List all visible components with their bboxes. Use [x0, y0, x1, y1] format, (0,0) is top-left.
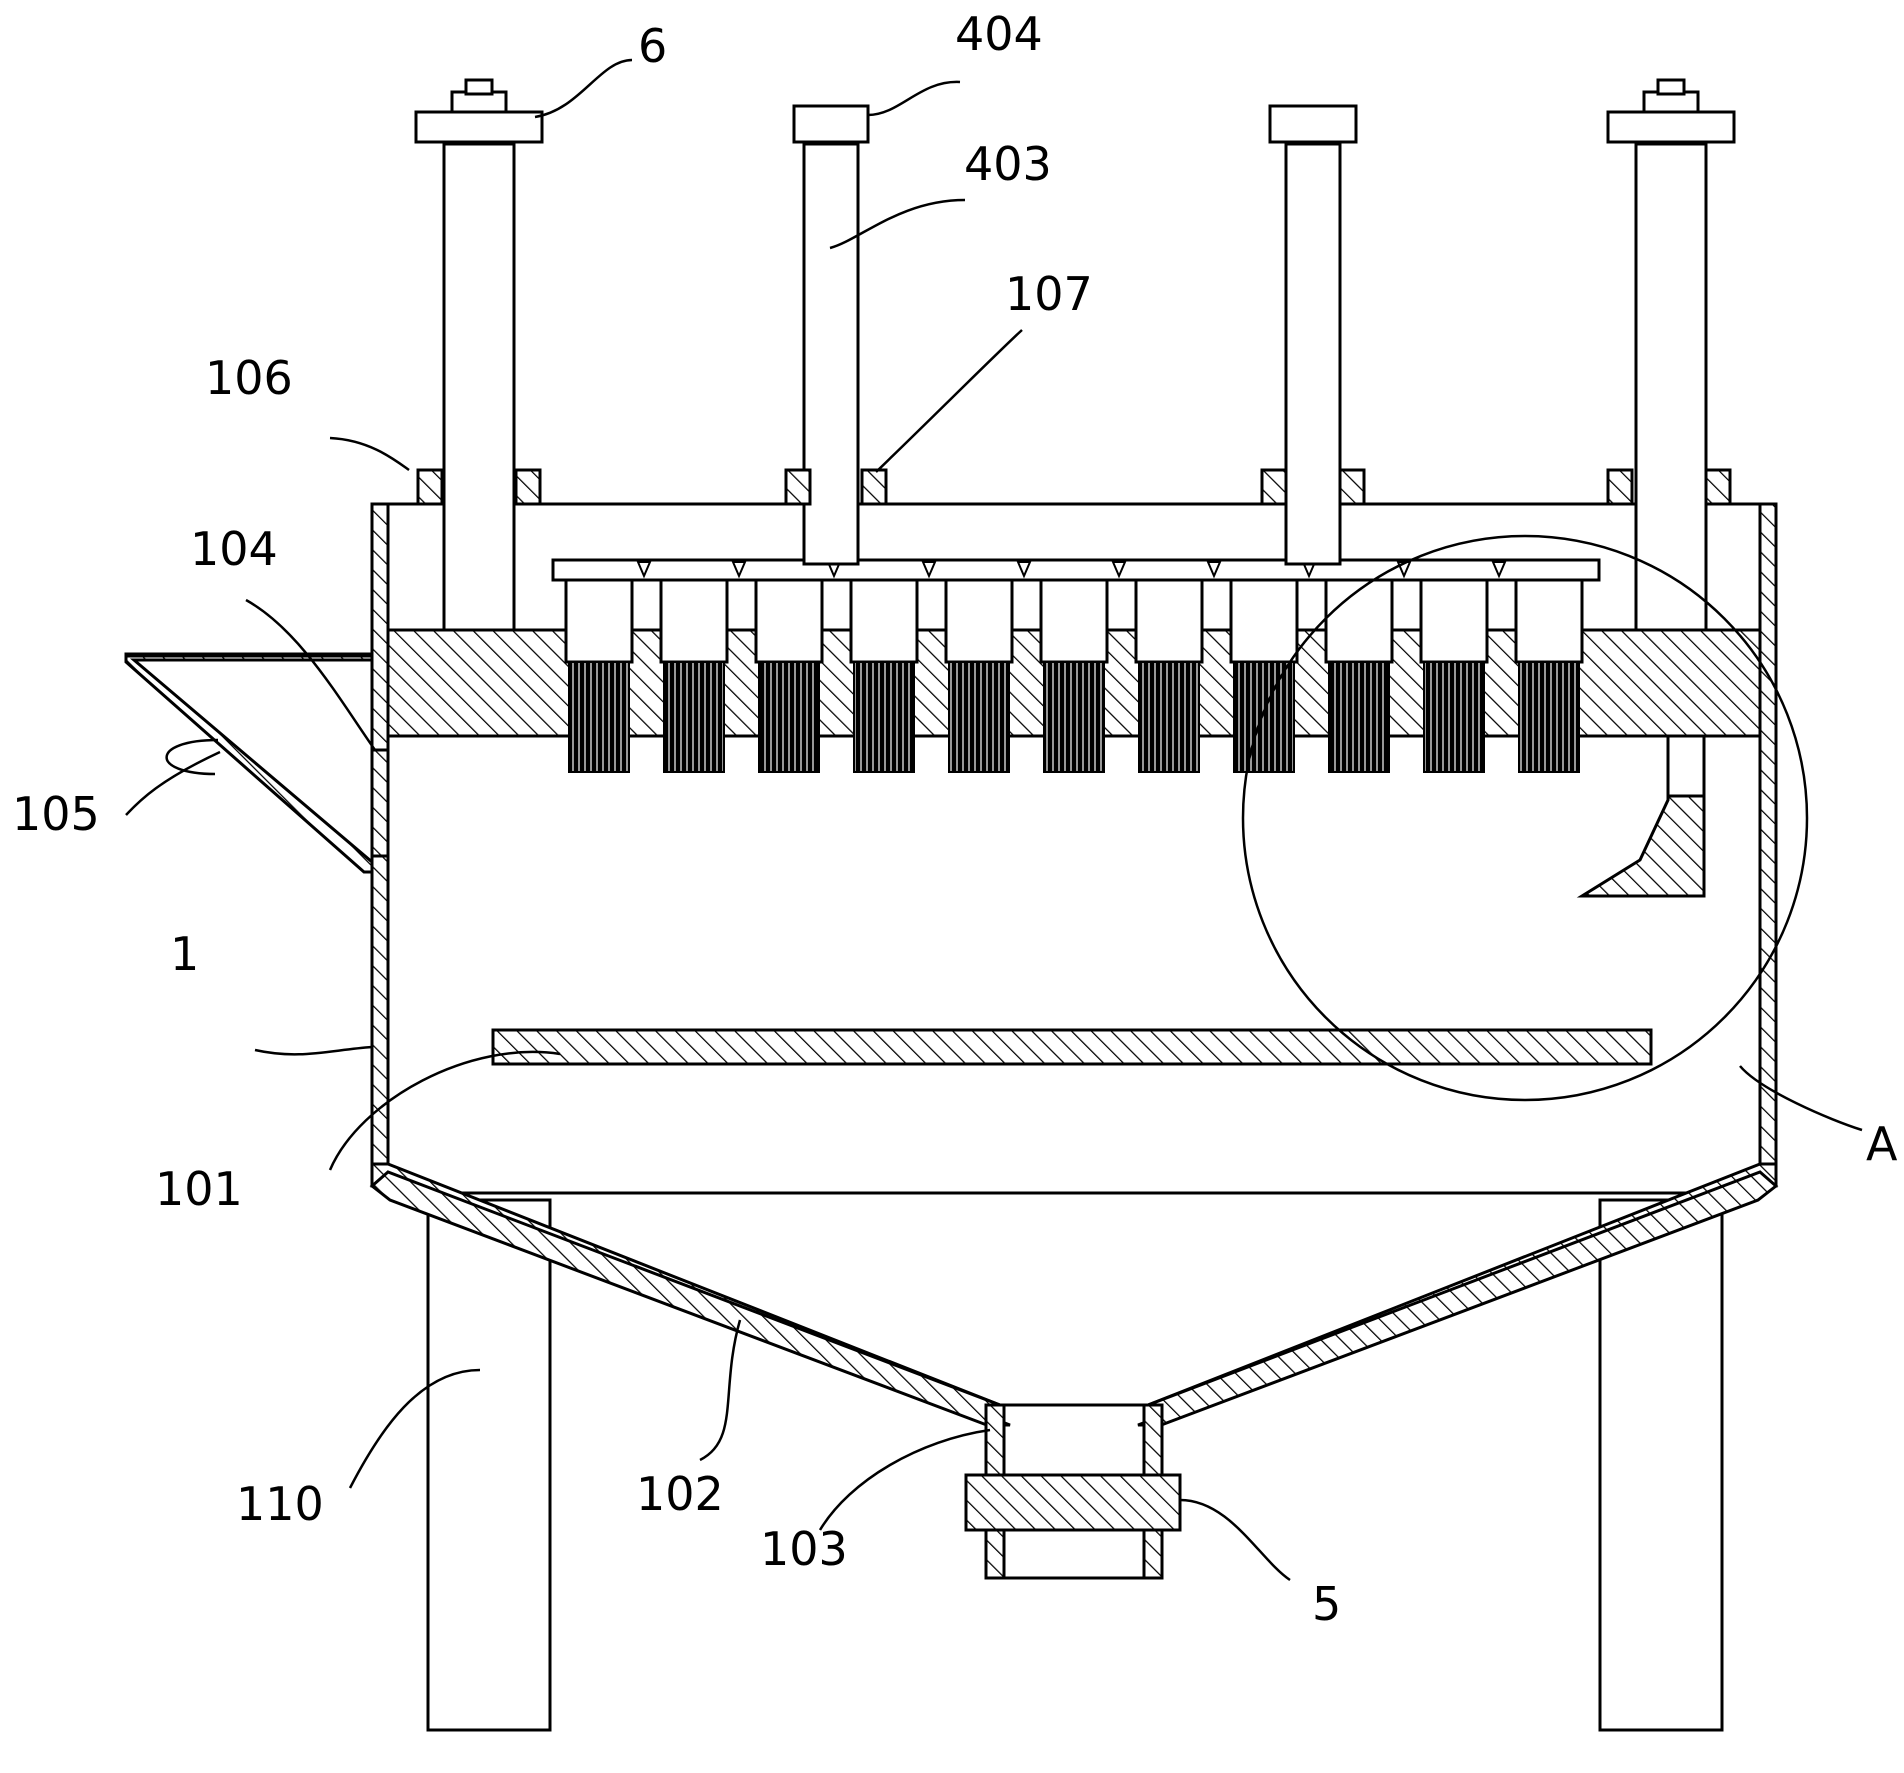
label-6: 6 [638, 19, 667, 73]
nozzle-3 [754, 561, 842, 773]
nozzle-1 [564, 561, 652, 773]
nozzle-5 [944, 561, 1032, 773]
feed-inlet [124, 652, 388, 874]
valve-5 [964, 1473, 1182, 1532]
nozzle-11 [1514, 578, 1584, 773]
nozzle-10 [1419, 561, 1507, 773]
rod-6-left [414, 78, 544, 632]
discharge-outlet [964, 1403, 1182, 1580]
label-5: 5 [1312, 1577, 1341, 1631]
support-leg-left [426, 1198, 552, 1732]
nozzle-6 [1039, 561, 1127, 773]
nozzle-2 [659, 561, 747, 773]
nozzle-array [564, 561, 1584, 773]
label-103: 103 [760, 1522, 848, 1576]
baffle [1576, 734, 1706, 898]
label-1: 1 [170, 927, 199, 981]
label-106: 106 [205, 351, 293, 405]
label-110: 110 [236, 1477, 324, 1531]
label-a: A [1866, 1117, 1898, 1171]
rod-6-right [1606, 78, 1736, 632]
leader-lines [125, 58, 1863, 1582]
nozzle-7 [1134, 561, 1222, 773]
nozzle-8 [1229, 561, 1317, 773]
label-404: 404 [955, 7, 1043, 61]
nozzle-9 [1324, 561, 1412, 773]
label-101: 101 [155, 1162, 243, 1216]
detail-circle-a [1241, 534, 1809, 1102]
label-105: 105 [12, 787, 100, 841]
nozzle-rail [551, 558, 1601, 582]
support-leg-right [1598, 1198, 1724, 1732]
label-107: 107 [1005, 267, 1093, 321]
label-104: 104 [190, 522, 278, 576]
rod-3 [1260, 104, 1366, 566]
conical-hopper [369, 1162, 1779, 1433]
label-102: 102 [636, 1467, 724, 1521]
nozzle-4 [849, 561, 937, 773]
plate-101 [491, 1028, 1653, 1066]
label-403: 403 [964, 137, 1052, 191]
rod-403 [784, 104, 888, 566]
